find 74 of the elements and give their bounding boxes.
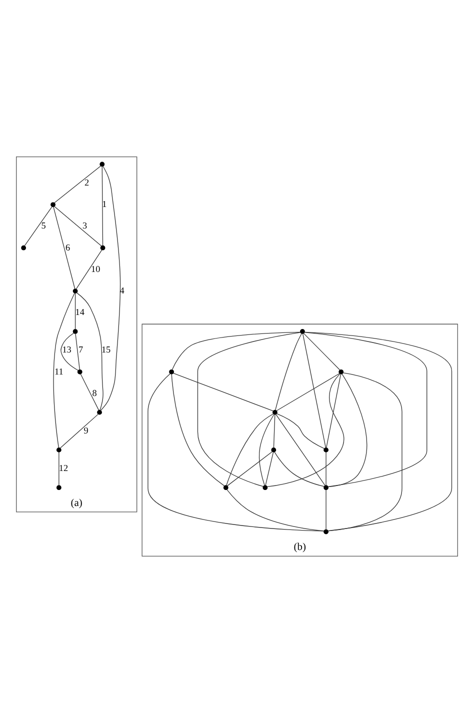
connector: [258, 414, 274, 486]
connector: [226, 413, 274, 486]
connector: [172, 331, 301, 370]
node-circle: [77, 368, 82, 374]
node-circle: [324, 528, 328, 534]
edge-label: 8: [92, 387, 97, 398]
connector: [276, 413, 326, 486]
connector: [226, 488, 324, 531]
node-circle: [223, 484, 228, 490]
edge-label: 13: [62, 344, 72, 354]
node-circle: [272, 409, 278, 414]
connector: [53, 206, 76, 289]
edge-label: 2: [84, 176, 90, 187]
connector: [100, 166, 121, 410]
edge-label: 10: [91, 263, 100, 274]
cluster: (b): [142, 323, 458, 556]
connector: [274, 451, 324, 486]
node-circle: [100, 244, 106, 250]
node-circle: [100, 161, 105, 166]
edge-label: 12: [58, 462, 68, 473]
connector: [60, 413, 98, 448]
edge-label: 1: [102, 198, 107, 209]
connector: [74, 292, 76, 330]
edge-label: 3: [82, 220, 88, 230]
connector: [148, 372, 324, 531]
connector: [227, 450, 273, 486]
connector: [303, 332, 340, 370]
node-circle: [50, 202, 56, 207]
node-circle: [56, 484, 62, 490]
node-circle: [271, 447, 276, 452]
edge-label: 14: [75, 306, 84, 317]
connector: [304, 331, 452, 531]
connector: [273, 414, 276, 448]
edge-label: 5: [41, 220, 46, 230]
connector: [328, 373, 368, 487]
connector: [75, 332, 80, 370]
edge-label: 9: [84, 425, 88, 436]
connector: [171, 373, 225, 486]
connector: [276, 412, 325, 448]
connector: [302, 332, 326, 448]
edge-label: 7: [78, 344, 84, 354]
node-circle: [169, 368, 174, 374]
connector: [58, 451, 60, 486]
connector: [275, 332, 302, 410]
node-circle: [338, 368, 344, 374]
node-circle: [97, 409, 102, 414]
edge-label: 11: [54, 366, 64, 376]
node-circle: [300, 328, 305, 334]
connector: [326, 373, 342, 448]
connector: [265, 451, 274, 486]
connector: [276, 372, 340, 411]
connector: [54, 206, 102, 246]
connector: [304, 331, 428, 486]
connector: [76, 292, 104, 410]
node-circle: [324, 484, 328, 490]
connector: [266, 373, 344, 487]
connector: [102, 166, 104, 246]
connector: [173, 372, 274, 411]
connector: [53, 292, 75, 448]
connector: [54, 165, 102, 203]
connector: [76, 249, 102, 289]
connector: [328, 372, 402, 531]
connector: [80, 373, 100, 410]
connector: [24, 206, 52, 246]
node-circle: [72, 288, 78, 293]
edge-label: 6: [65, 242, 70, 252]
node-circle: [324, 447, 328, 452]
node-circle: [21, 244, 26, 250]
edge-label: 15: [101, 344, 111, 354]
node-circle: [262, 484, 268, 490]
node-circle: [56, 447, 62, 452]
node-circle: [72, 328, 78, 334]
connector: [197, 332, 301, 486]
connector: [60, 332, 79, 370]
